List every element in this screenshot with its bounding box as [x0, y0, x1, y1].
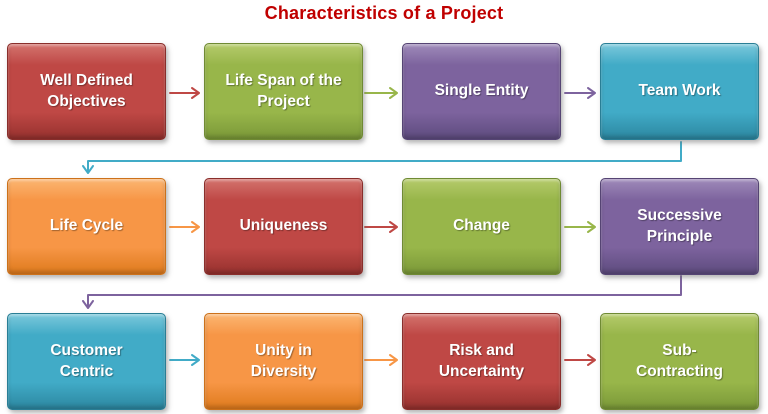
box-uniqueness: Uniqueness	[204, 178, 363, 275]
diagram-title: Characteristics of a Project	[264, 3, 504, 23]
box-team-work: Team Work	[600, 43, 759, 140]
arrowhead-red-1	[191, 87, 200, 99]
arrowhead-green-2	[587, 221, 596, 233]
box-unity-in-diversity: Unity in Diversity	[204, 313, 363, 410]
arrowhead-red-3	[587, 354, 596, 366]
box-well-defined-objectives: Well Defined Objectives	[7, 43, 166, 140]
box-life-cycle: Life Cycle	[7, 178, 166, 275]
arrowhead-orange-3	[389, 354, 398, 366]
arrowhead-orange-2	[191, 221, 200, 233]
arrowhead-teal-wrap	[82, 165, 94, 174]
box-successive-principle: Successive Principle	[600, 178, 759, 275]
arrowhead-teal-3	[191, 354, 200, 366]
arrowhead-purple-wrap	[82, 300, 94, 309]
arrowhead-purple-1	[587, 87, 596, 99]
arrowhead-red-2	[389, 221, 398, 233]
box-customer-centric: Customer Centric	[7, 313, 166, 410]
box-single-entity: Single Entity	[402, 43, 561, 140]
box-life-span-of-the-project: Life Span of the Project	[204, 43, 363, 140]
connector-teamwork-to-lifecycle	[87, 141, 682, 172]
box-change: Change	[402, 178, 561, 275]
box-sub-contracting: Sub- Contracting	[600, 313, 759, 410]
arrowhead-green-1	[389, 87, 398, 99]
connector-successive-to-customercentric	[87, 275, 682, 307]
box-risk-and-uncertainty: Risk and Uncertainty	[402, 313, 561, 410]
